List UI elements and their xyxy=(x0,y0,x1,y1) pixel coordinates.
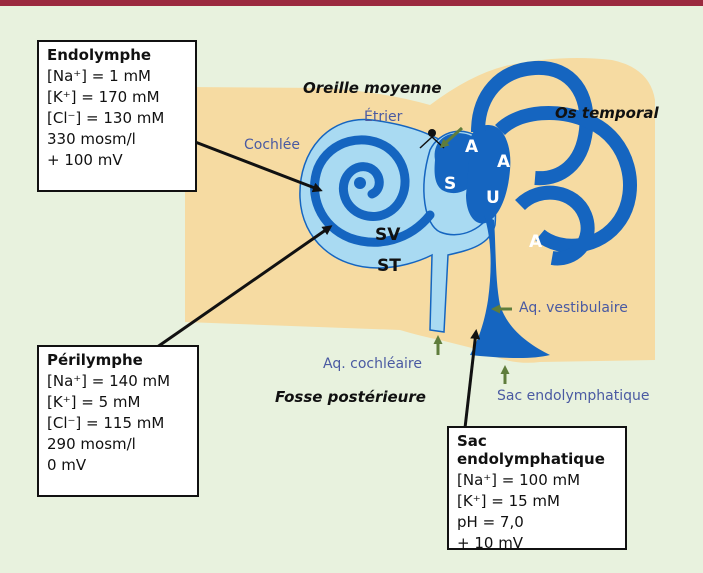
scala-vestibuli-label: SV xyxy=(375,225,400,245)
perilymph-potential: 0 mV xyxy=(47,455,189,476)
saccule-label: S xyxy=(444,174,456,194)
sac-title: Sac endolymphatique xyxy=(457,432,617,468)
stapes-label: Étrier xyxy=(364,109,402,125)
sac-potential: + 10 mV xyxy=(457,533,617,554)
ampulla-label-2: A xyxy=(497,152,510,172)
sac-na: [Na⁺] = 100 mM xyxy=(457,470,617,491)
endolymph-box: Endolymphe [Na⁺] = 1 mM [K⁺] = 170 mM [C… xyxy=(37,40,197,192)
temporal-bone-label: Os temporal xyxy=(555,104,659,122)
posterior-fossa-label: Fosse postérieure xyxy=(275,388,426,406)
perilymph-cl: [Cl⁻] = 115 mM xyxy=(47,413,189,434)
endolymph-k: [K⁺] = 170 mM xyxy=(47,87,187,108)
endolymphatic-sac-label: Sac endolymphatique xyxy=(497,388,649,404)
sac-ph: pH = 7,0 xyxy=(457,512,617,533)
perilymph-osm: 290 mosm/l xyxy=(47,434,189,455)
ampulla-label-3: A xyxy=(529,232,542,252)
utricle-label: U xyxy=(486,188,500,208)
scala-tympani-label: ST xyxy=(377,256,401,276)
cochlear-aqueduct-label: Aq. cochléaire xyxy=(323,356,422,372)
perilymph-box: Périlymphe [Na⁺] = 140 mM [K⁺] = 5 mM [C… xyxy=(37,345,199,497)
endolymph-cl: [Cl⁻] = 130 mM xyxy=(47,108,187,129)
perilymph-k: [K⁺] = 5 mM xyxy=(47,392,189,413)
perilymph-title: Périlymphe xyxy=(47,351,189,369)
endolymph-osm: 330 mosm/l xyxy=(47,129,187,150)
endolymphatic-sac-box: Sac endolymphatique [Na⁺] = 100 mM [K⁺] … xyxy=(447,426,627,550)
perilymph-na: [Na⁺] = 140 mM xyxy=(47,371,189,392)
sac-k: [K⁺] = 15 mM xyxy=(457,491,617,512)
endolymph-na: [Na⁺] = 1 mM xyxy=(47,66,187,87)
vestibular-aqueduct-label: Aq. vestibulaire xyxy=(519,300,628,316)
ampulla-label-1: A xyxy=(465,137,478,157)
middle-ear-label: Oreille moyenne xyxy=(303,79,442,97)
endolymph-potential: + 100 mV xyxy=(47,150,187,171)
endolymph-title: Endolymphe xyxy=(47,46,187,64)
cochlea-label: Cochlée xyxy=(244,137,300,153)
